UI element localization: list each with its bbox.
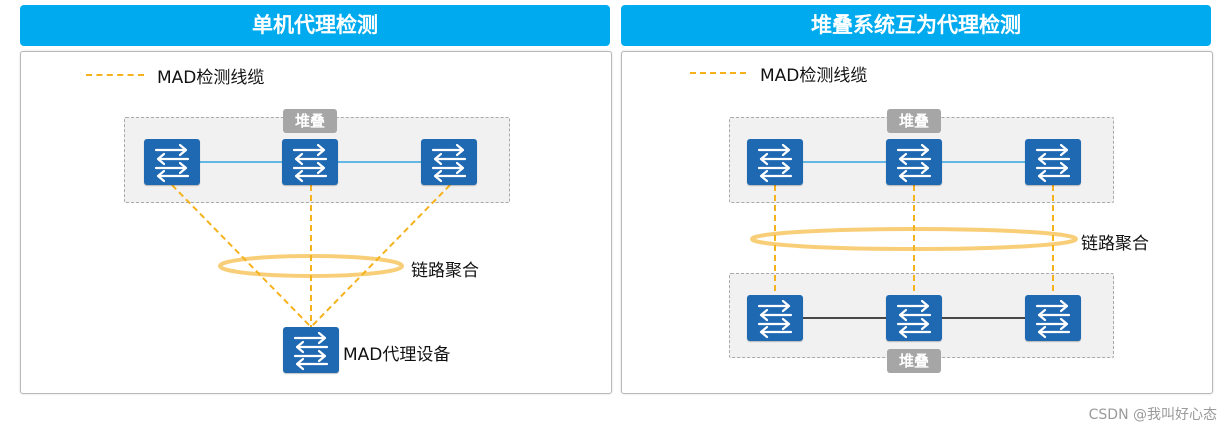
right-panel-title: 堆叠系统互为代理检测 — [621, 5, 1211, 46]
watermark: CSDN @我叫好心态 — [1088, 407, 1217, 423]
stack-label: 堆叠 — [283, 109, 337, 133]
stack-label-bottom: 堆叠 — [887, 349, 941, 373]
link-aggregation-label: 链路聚合 — [411, 261, 479, 281]
link-aggregation-label: 链路聚合 — [1081, 234, 1149, 254]
left-panel-title: 单机代理检测 — [20, 5, 610, 46]
mad-proxy-device-label: MAD代理设备 — [343, 345, 451, 365]
mad-cable-legend-label: MAD检测线缆 — [760, 66, 868, 86]
switch-icon — [283, 327, 339, 373]
switch-icon — [144, 139, 200, 185]
switch-icon — [886, 295, 942, 341]
switch-icon — [1025, 295, 1081, 341]
stack-label-top: 堆叠 — [887, 109, 941, 133]
mad-cable-legend-label: MAD检测线缆 — [157, 68, 265, 88]
switch-icon — [282, 139, 338, 185]
switch-icon — [421, 139, 477, 185]
mad-cable-legend-line — [86, 74, 144, 76]
right-panel — [621, 51, 1213, 394]
mad-cable-legend-line — [690, 72, 746, 74]
switch-icon — [747, 139, 803, 185]
switch-icon — [886, 139, 942, 185]
switch-icon — [1025, 139, 1081, 185]
switch-icon — [747, 295, 803, 341]
